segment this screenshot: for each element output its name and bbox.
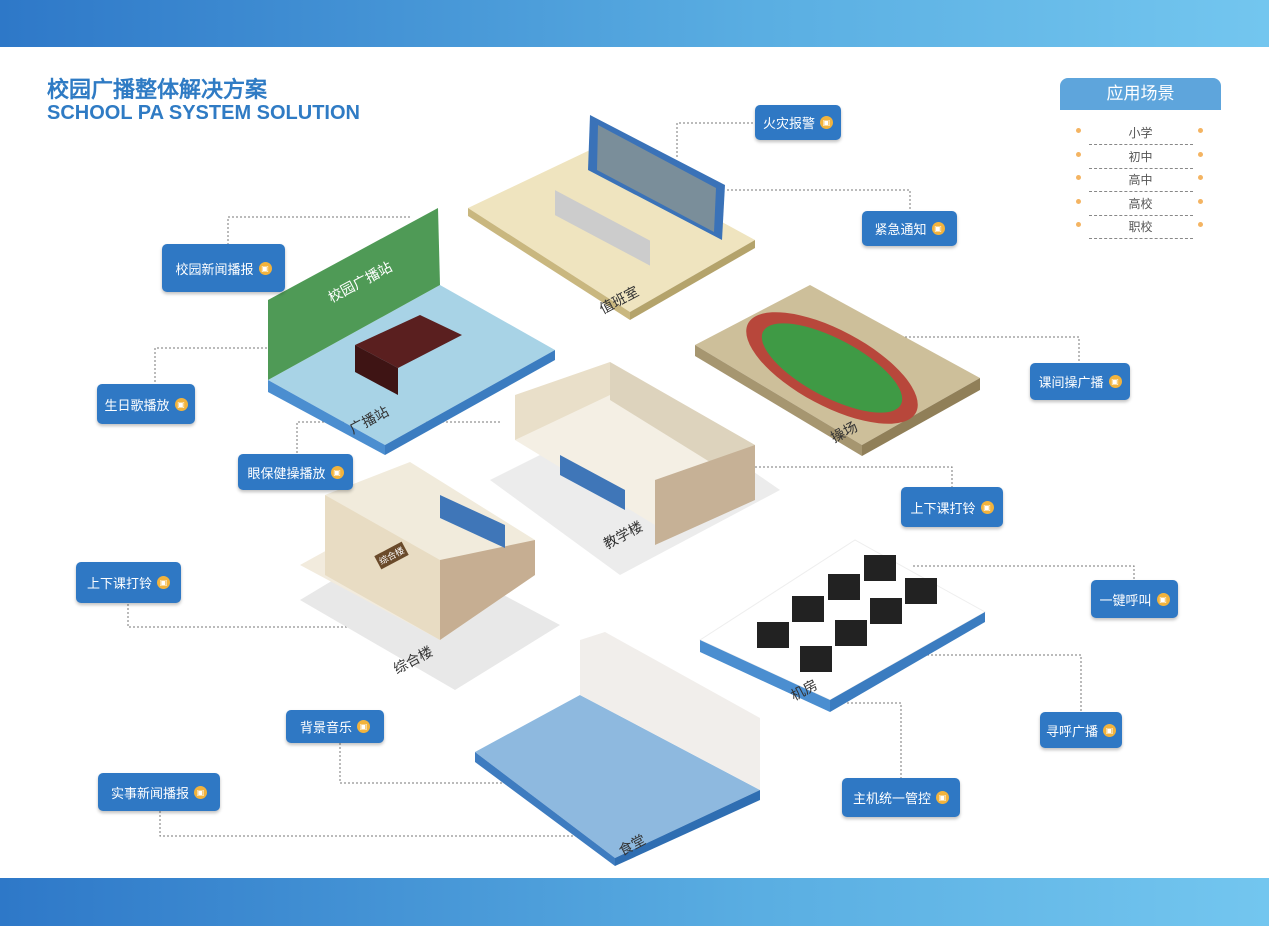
scenario-item: 高校 bbox=[1060, 193, 1221, 217]
callout-label: 背景音乐 bbox=[299, 721, 352, 736]
callout-class-bell-right[interactable]: 上下课打铃 ▣ bbox=[901, 487, 1003, 527]
speaker-icon: ▣ bbox=[174, 397, 188, 411]
dot-icon bbox=[1076, 128, 1081, 133]
dot-icon bbox=[1198, 222, 1203, 227]
callout-host-control[interactable]: 主机统一管控 ▣ bbox=[842, 778, 960, 817]
callout-label: 一键呼叫 bbox=[1099, 593, 1152, 609]
scenarios-title: 应用场景 bbox=[1060, 78, 1221, 110]
dot-icon bbox=[1076, 151, 1081, 157]
speaker-icon: ▣ bbox=[931, 222, 945, 235]
speaker-icon: ▣ bbox=[157, 576, 170, 589]
callout-label: 生日歌播放 bbox=[104, 398, 170, 414]
canteen bbox=[475, 632, 760, 866]
scenarios-panel: 应用场景 小学 初中 高中 高校 职校 bbox=[1060, 78, 1221, 240]
speaker-icon: ▣ bbox=[820, 116, 833, 129]
callout-label: 校园新闻播报 bbox=[175, 262, 254, 278]
callout-label: 主机统一管控 bbox=[852, 792, 931, 807]
callout-label: 课间操广播 bbox=[1038, 376, 1104, 391]
top-banner bbox=[0, 0, 1269, 47]
callout-campus-news[interactable]: 校园新闻播报 ▣ bbox=[162, 244, 285, 292]
speaker-icon: ▣ bbox=[980, 500, 994, 514]
speaker-icon: ▣ bbox=[194, 785, 207, 799]
speaker-icon: ▣ bbox=[258, 261, 272, 275]
speaker-icon: ▣ bbox=[1108, 375, 1122, 388]
speaker-icon: ▣ bbox=[1103, 723, 1116, 737]
duty-room bbox=[468, 115, 755, 320]
dot-icon bbox=[1076, 198, 1081, 204]
callout-class-bell-left[interactable]: 上下课打铃 ▣ bbox=[76, 562, 181, 603]
playground bbox=[695, 285, 980, 456]
callout-label: 上下课打铃 bbox=[910, 501, 976, 517]
speaker-icon: ▣ bbox=[357, 720, 370, 733]
callout-background-music[interactable]: 背景音乐 ▣ bbox=[286, 710, 384, 743]
callout-label: 紧急通知 bbox=[874, 223, 927, 238]
callout-label: 实事新闻播报 bbox=[110, 786, 189, 802]
scenario-item: 高中 bbox=[1060, 169, 1221, 193]
page-title: 校园广播整体解决方案 bbox=[47, 78, 268, 103]
teaching-building bbox=[490, 362, 780, 575]
callout-current-news[interactable]: 实事新闻播报 ▣ bbox=[98, 773, 220, 811]
speaker-icon: ▣ bbox=[936, 791, 949, 804]
callout-label: 眼保健操播放 bbox=[247, 466, 326, 482]
callout-label: 火灾报警 bbox=[762, 117, 815, 132]
page-subtitle: SCHOOL PA SYSTEM SOLUTION bbox=[47, 102, 360, 124]
callout-birthday-song[interactable]: 生日歌播放 ▣ bbox=[97, 384, 195, 424]
scenario-item: 初中 bbox=[1060, 146, 1221, 170]
scenario-item: 小学 bbox=[1060, 122, 1221, 146]
dot-icon bbox=[1198, 151, 1203, 157]
callout-label: 上下课打铃 bbox=[86, 577, 152, 592]
dot-icon bbox=[1076, 175, 1081, 180]
broadcast-station bbox=[268, 208, 555, 455]
callout-eye-exercise[interactable]: 眼保健操播放 ▣ bbox=[238, 454, 353, 490]
complex-building bbox=[300, 462, 560, 690]
callout-emergency-notice[interactable]: 紧急通知 ▣ bbox=[862, 211, 957, 246]
speaker-icon: ▣ bbox=[1156, 592, 1170, 606]
dot-icon bbox=[1198, 198, 1203, 204]
callout-one-key-call[interactable]: 一键呼叫 ▣ bbox=[1091, 580, 1178, 618]
bottom-banner bbox=[0, 878, 1269, 926]
speaker-icon: ▣ bbox=[330, 465, 344, 479]
scenario-item: 职校 bbox=[1060, 216, 1221, 240]
callout-paging[interactable]: 寻呼广播 ▣ bbox=[1040, 712, 1122, 748]
server-room bbox=[698, 539, 987, 712]
dot-icon bbox=[1198, 128, 1203, 133]
dot-icon bbox=[1076, 222, 1081, 227]
callout-label: 寻呼广播 bbox=[1045, 724, 1098, 740]
callout-break-exercise[interactable]: 课间操广播 ▣ bbox=[1030, 363, 1130, 400]
connector-lines bbox=[127, 122, 1135, 837]
callout-fire-alarm[interactable]: 火灾报警 ▣ bbox=[755, 105, 841, 140]
dot-icon bbox=[1198, 175, 1203, 180]
